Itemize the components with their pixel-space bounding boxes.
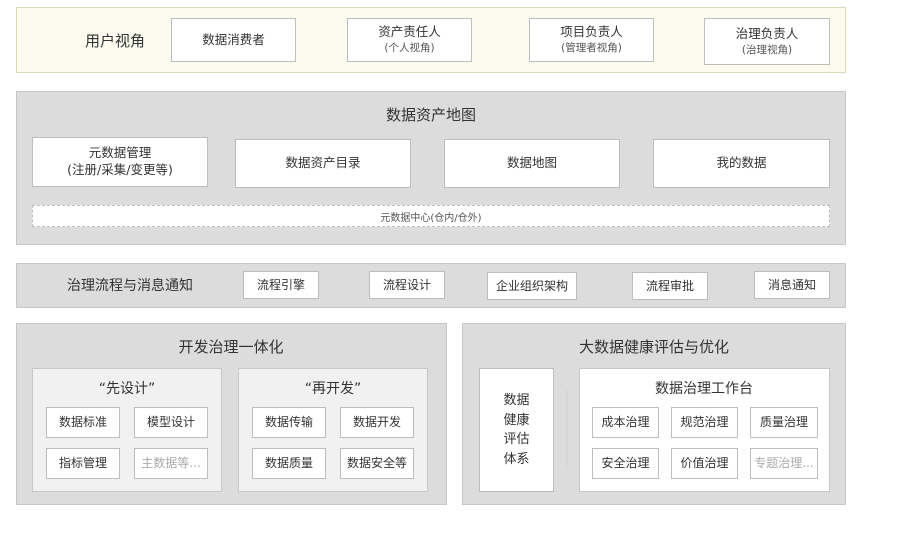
design-item-model[interactable]: 模型设计: [134, 407, 208, 438]
module-label: 元数据管理: [88, 145, 152, 161]
role-sub: (治理视角): [741, 43, 793, 56]
workflow-item-design[interactable]: 流程设计: [369, 271, 445, 299]
eval-system-line: 数据: [503, 393, 530, 408]
workbench-item-topic[interactable]: 专题治理...: [750, 448, 818, 479]
workbench-title: 数据治理工作台: [655, 381, 753, 397]
asset-map-title: 数据资产地图: [385, 105, 476, 124]
eval-system-line: 评估: [503, 432, 530, 447]
role-governance-lead[interactable]: 治理负责人 (治理视角): [704, 18, 830, 65]
workbench-item-cost[interactable]: 成本治理: [592, 407, 659, 438]
develop-item-development[interactable]: 数据开发: [340, 407, 414, 438]
workbench-item-value[interactable]: 价值治理: [671, 448, 738, 479]
develop-next-title: “再开发”: [304, 381, 362, 397]
eval-system-line: 健康: [503, 412, 530, 428]
divider-line: [566, 390, 568, 470]
role-label: 项目负责人: [560, 24, 623, 40]
develop-item-security[interactable]: 数据安全等: [340, 448, 414, 479]
health-eval-system[interactable]: 数据 健康 评估 体系: [479, 368, 554, 492]
workflow-title: 治理流程与消息通知: [67, 278, 193, 294]
role-project-lead[interactable]: 项目负责人 (管理者视角): [529, 18, 654, 62]
health-title: 大数据健康评估与优化: [578, 337, 729, 356]
design-item-standard[interactable]: 数据标准: [46, 407, 120, 438]
role-label: 数据消费者: [202, 31, 265, 47]
module-sub: (注册/采集/变更等): [67, 162, 173, 177]
workbench-item-quality[interactable]: 质量治理: [750, 407, 818, 438]
workflow-item-approval[interactable]: 流程审批: [632, 272, 708, 300]
eval-system-line: 体系: [503, 451, 530, 467]
module-metadata-mgmt[interactable]: 元数据管理 (注册/采集/变更等): [32, 137, 208, 187]
design-item-metric[interactable]: 指标管理: [46, 448, 120, 479]
module-label: 数据资产目录: [285, 155, 361, 171]
design-first-title: “先设计”: [98, 381, 156, 397]
user-view-title: 用户视角: [84, 31, 145, 50]
module-asset-catalog[interactable]: 数据资产目录: [235, 139, 411, 188]
develop-item-transfer[interactable]: 数据传输: [252, 407, 326, 438]
workflow-item-org[interactable]: 企业组织架构: [487, 272, 577, 300]
metadata-center-bar[interactable]: 元数据中心(仓内/仓外): [32, 205, 830, 227]
module-my-data[interactable]: 我的数据: [653, 139, 830, 188]
module-label: 数据地图: [506, 155, 557, 171]
develop-item-quality[interactable]: 数据质量: [252, 448, 326, 479]
role-sub: (个人视角): [384, 42, 435, 55]
design-item-master-data[interactable]: 主数据等...: [134, 448, 208, 479]
role-sub: (管理者视角): [561, 42, 622, 55]
role-label: 治理负责人: [735, 25, 799, 41]
role-asset-owner[interactable]: 资产责任人 (个人视角): [347, 18, 472, 62]
role-label: 资产责任人: [378, 24, 441, 40]
workflow-item-engine[interactable]: 流程引擎: [243, 271, 319, 299]
dev-governance-title: 开发治理一体化: [178, 337, 284, 356]
workbench-item-spec[interactable]: 规范治理: [671, 407, 738, 438]
workflow-item-notify[interactable]: 消息通知: [754, 271, 830, 299]
module-data-map[interactable]: 数据地图: [444, 139, 620, 188]
role-data-consumer[interactable]: 数据消费者: [171, 18, 296, 62]
module-label: 我的数据: [716, 155, 767, 171]
workbench-item-security[interactable]: 安全治理: [592, 448, 659, 479]
